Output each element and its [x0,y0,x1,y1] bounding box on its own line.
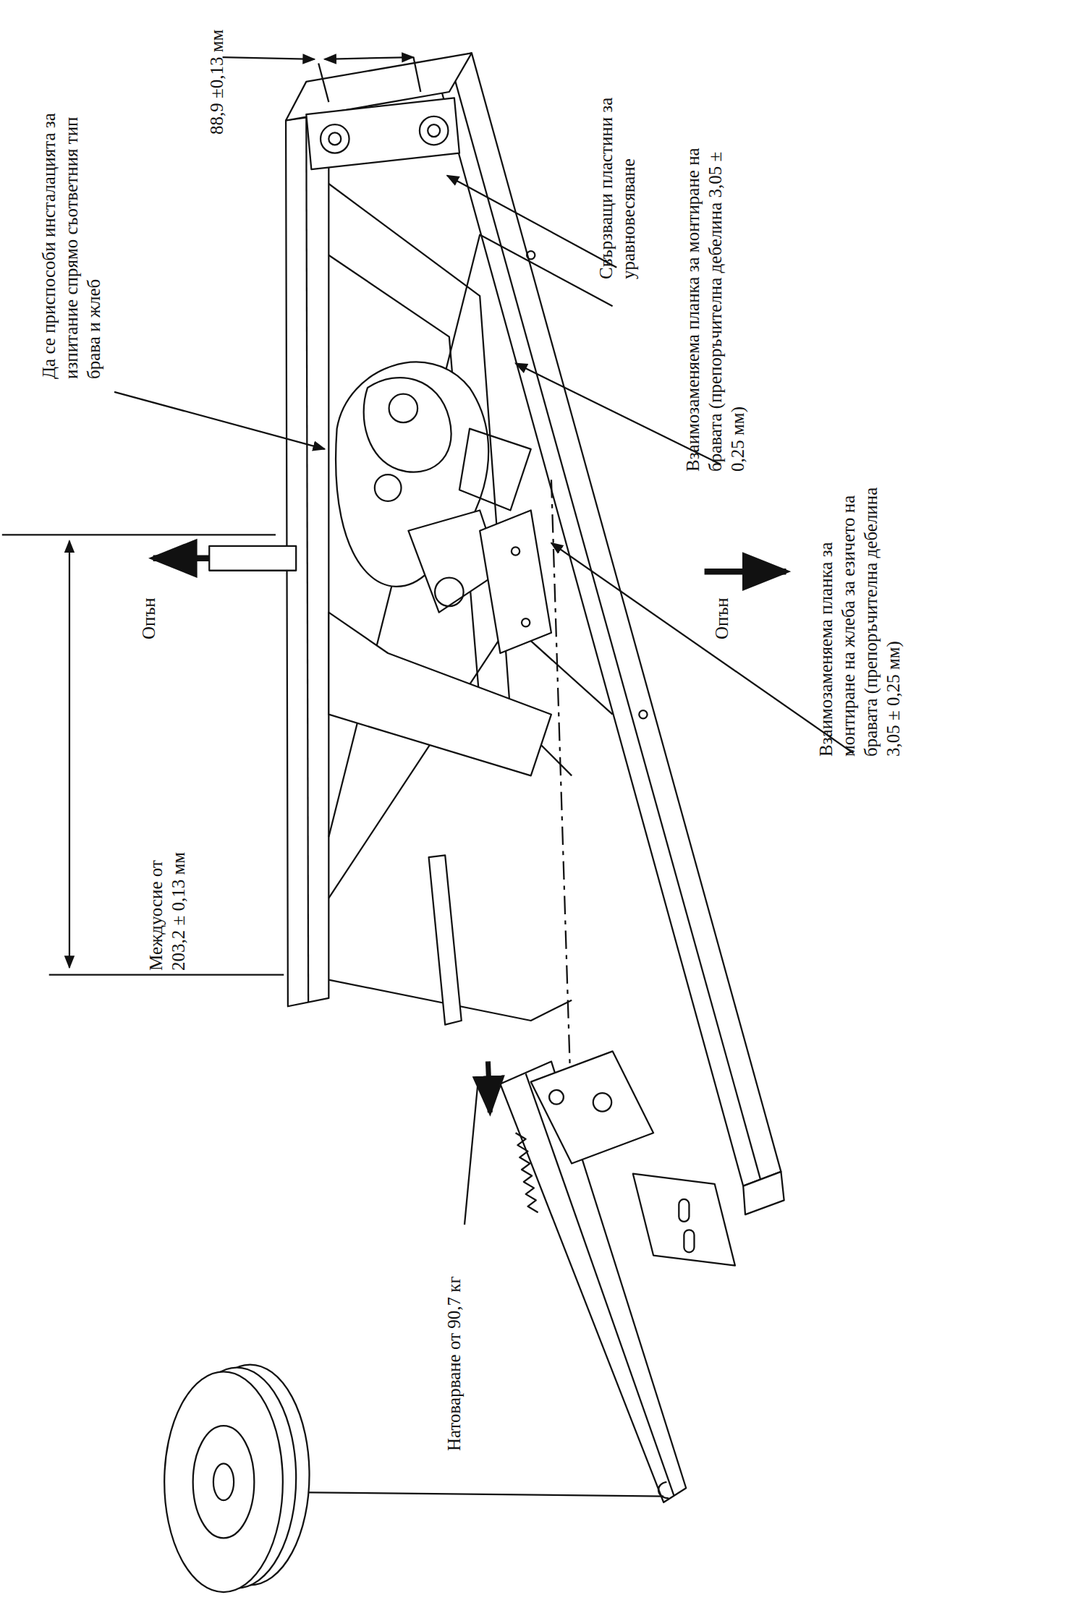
part-label: Взаимозаменяема планка за монтиране на б… [681,138,749,472]
force-label: Опън [710,588,733,640]
dimension-label: 88,9 ±0,13 мм [205,5,228,135]
load-label: Натоварване от 90,7 кг [442,1234,466,1452]
force-label: Опън [137,588,160,640]
part-label: Свързващи пластини за уравновесяване [594,83,640,280]
dimension-label: Междуосие от 203,2 ± 0,13 мм [144,819,190,971]
note-label: Да се приспособи инсталацията за изпитан… [37,82,105,380]
part-label: Взаимозаменяема планка за монтиране на ж… [814,478,905,757]
